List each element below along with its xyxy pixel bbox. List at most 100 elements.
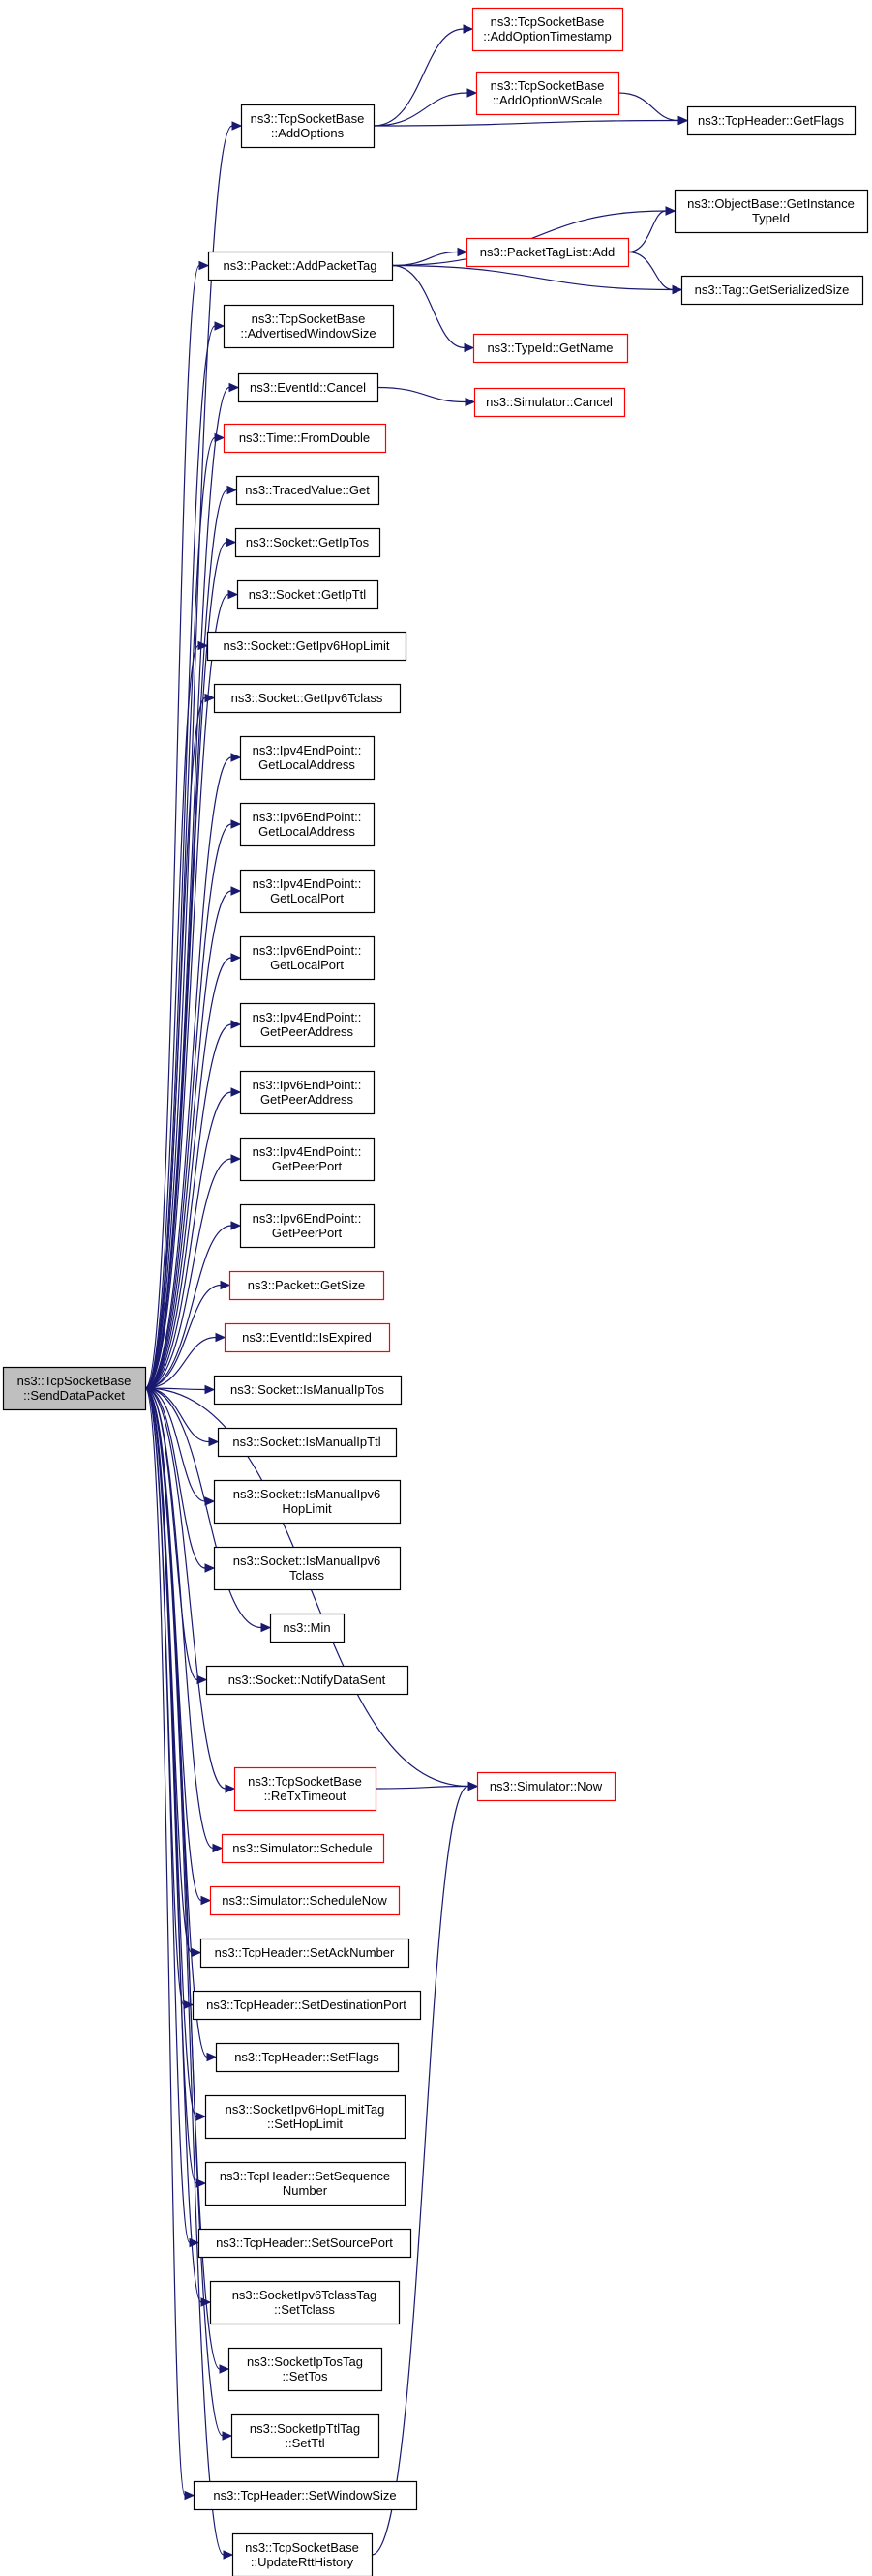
node-tcpsocketbase-addoptionwscale[interactable]: ns3::TcpSocketBase::AddOptionWScale: [475, 71, 620, 116]
node-box: [231, 2532, 374, 2576]
node-simulator-schedule[interactable]: ns3::Simulator::Schedule: [221, 1833, 385, 1864]
node-box: [213, 1375, 403, 1406]
node-packettaglist-add[interactable]: ns3::PacketTagList::Add: [466, 237, 630, 268]
node-tcpsocketbase-addoptiontimestamp[interactable]: ns3::TcpSocketBase::AddOptionTimestamp: [471, 7, 624, 52]
node-eventid-cancel[interactable]: ns3::EventId::Cancel: [237, 372, 379, 403]
node-label: ns3::SocketIpTtlTag: [250, 2421, 360, 2436]
node-ipv4endpoint-getlocaladdress[interactable]: ns3::Ipv4EndPoint::GetLocalAddress: [239, 735, 376, 781]
edge-n0-n37: [144, 1387, 224, 1853]
node-socket-notifydatasent[interactable]: ns3::Socket::NotifyDataSent: [205, 1665, 409, 1696]
node-packet-addpackettag[interactable]: ns3::Packet::AddPacketTag: [207, 251, 394, 281]
node-box: [686, 105, 857, 136]
node-ipv6endpoint-getlocaladdress[interactable]: ns3::Ipv6EndPoint::GetLocalAddress: [239, 802, 376, 847]
edge-n0-n25: [144, 1154, 242, 1389]
node-label: ::SetTtl: [285, 2436, 324, 2450]
node-label: ns3::Socket::GetIpTos: [246, 535, 370, 549]
node-eventid-isexpired[interactable]: ns3::EventId::IsExpired: [224, 1322, 391, 1353]
node-ipv6endpoint-getpeerport[interactable]: ns3::Ipv6EndPoint::GetPeerPort: [239, 1203, 376, 1249]
node-box: [234, 527, 381, 558]
node-tcpheader-setwindowsize[interactable]: ns3::TcpHeader::SetWindowSize: [193, 2480, 418, 2511]
node-box: [209, 1885, 401, 1916]
node-box: [223, 304, 395, 349]
node-label: GetPeerAddress: [260, 1092, 354, 1107]
node-label: ns3::TcpSocketBase: [245, 2540, 359, 2555]
node-label: ns3::EventId::Cancel: [250, 380, 366, 395]
node-socketipttltag-setttl[interactable]: ns3::SocketIpTtlTag::SetTtl: [230, 2413, 380, 2459]
edge-n0-n27: [144, 1280, 231, 1389]
node-socket-getipv6hoplimit[interactable]: ns3::Socket::GetIpv6HopLimit: [206, 631, 407, 662]
node-tcpsocketbase-updatertthistory[interactable]: ns3::TcpSocketBase::UpdateRttHistory: [231, 2532, 374, 2576]
node-label: ::SetTclass: [274, 2302, 335, 2317]
node-label: ns3::Socket::IsManualIpv6: [233, 1487, 380, 1501]
edge-n5-n8: [391, 264, 683, 295]
node-simulator-schedulenow[interactable]: ns3::Simulator::ScheduleNow: [209, 1885, 401, 1916]
edge-n0-n18: [144, 693, 216, 1389]
node-typeid-getname[interactable]: ns3::TypeId::GetName: [472, 333, 629, 364]
node-label: ns3::Ipv6EndPoint::: [253, 1078, 362, 1092]
node-label: ns3::Socket::GetIpTtl: [249, 587, 366, 602]
node-label: ns3::Packet::GetSize: [248, 1278, 365, 1292]
node-tcpheader-setflags[interactable]: ns3::TcpHeader::SetFlags: [215, 2042, 400, 2073]
node-socket-getiptos[interactable]: ns3::Socket::GetIpTos: [234, 527, 381, 558]
node-min[interactable]: ns3::Min: [269, 1613, 346, 1643]
node-tcpsocketbase-retxtimeout[interactable]: ns3::TcpSocketBase::ReTxTimeout: [233, 1766, 377, 1812]
edge-n0-n21: [144, 886, 242, 1389]
node-socketiptostag-settos[interactable]: ns3::SocketIpTosTag::SetTos: [227, 2347, 383, 2392]
node-label: GetLocalPort: [270, 891, 344, 905]
node-box: [239, 1203, 376, 1249]
node-label: ns3::TcpSocketBase: [251, 111, 365, 126]
node-label: ns3::TcpSocketBase: [17, 1374, 132, 1388]
node-socketipv6tclasstag-settclass[interactable]: ns3::SocketIpv6TclassTag::SetTclass: [209, 2280, 401, 2325]
node-label: ns3::Socket::IsManualIpTtl: [232, 1435, 380, 1449]
node-box: [233, 1766, 377, 1812]
node-ipv4endpoint-getpeeraddress[interactable]: ns3::Ipv4EndPoint::GetPeerAddress: [239, 1002, 376, 1048]
node-label: ns3::ObjectBase::GetInstance: [687, 196, 855, 211]
node-box: [221, 1833, 385, 1864]
node-label: ::AddOptionWScale: [493, 93, 602, 107]
edge-n0-n28: [144, 1332, 226, 1389]
node-label: ns3::Ipv4EndPoint::: [253, 743, 362, 757]
node-tcpheader-setsourceport[interactable]: ns3::TcpHeader::SetSourcePort: [197, 2228, 412, 2259]
node-tcpsocketbase-senddatapacket[interactable]: ns3::TcpSocketBase::SendDataPacket: [2, 1366, 147, 1411]
node-tcpheader-getflags[interactable]: ns3::TcpHeader::GetFlags: [686, 105, 857, 136]
node-tcpheader-setdestinationport[interactable]: ns3::TcpHeader::SetDestinationPort: [192, 1990, 422, 2021]
node-box: [215, 2042, 400, 2073]
node-simulator-now[interactable]: ns3::Simulator::Now: [476, 1771, 616, 1802]
node-label: ::AdvertisedWindowSize: [240, 326, 376, 341]
node-socket-ismanualiptos[interactable]: ns3::Socket::IsManualIpTos: [213, 1375, 403, 1406]
node-tag-getserializedsize[interactable]: ns3::Tag::GetSerializedSize: [680, 275, 864, 306]
node-socket-ismanualipttl[interactable]: ns3::Socket::IsManualIpTtl: [217, 1427, 398, 1458]
node-label: Number: [283, 2183, 328, 2198]
node-label: ns3::Ipv4EndPoint::: [253, 876, 362, 891]
node-simulator-cancel[interactable]: ns3::Simulator::Cancel: [473, 387, 626, 418]
node-socket-getipttl[interactable]: ns3::Socket::GetIpTtl: [236, 579, 379, 610]
node-label: ns3::TcpSocketBase: [491, 78, 605, 93]
node-ipv6endpoint-getlocalport[interactable]: ns3::Ipv6EndPoint::GetLocalPort: [239, 935, 376, 981]
edge-n0-n5: [144, 260, 210, 1389]
node-box: [193, 2480, 418, 2511]
node-label: ns3::Simulator::Now: [490, 1779, 603, 1793]
node-ipv4endpoint-getpeerport[interactable]: ns3::Ipv4EndPoint::GetPeerPort: [239, 1137, 376, 1182]
node-ipv6endpoint-getpeeraddress[interactable]: ns3::Ipv6EndPoint::GetPeerAddress: [239, 1070, 376, 1115]
node-tracedvalue-get[interactable]: ns3::TracedValue::Get: [235, 475, 380, 506]
node-socketipv6hoplimittag-sethoplimit[interactable]: ns3::SocketIpv6HopLimitTag::SetHopLimit: [204, 2094, 406, 2140]
node-label: ns3::Time::FromDouble: [239, 430, 370, 445]
node-tcpsocketbase-addoptions[interactable]: ns3::TcpSocketBase::AddOptions: [240, 104, 376, 149]
node-label: GetLocalPort: [270, 958, 344, 972]
node-label: ns3::TracedValue::Get: [245, 483, 370, 497]
edge-n0-n33: [144, 1387, 272, 1633]
node-tcpsocketbase-advertisedwindowsize[interactable]: ns3::TcpSocketBase::AdvertisedWindowSize: [223, 304, 395, 349]
node-ipv4endpoint-getlocalport[interactable]: ns3::Ipv4EndPoint::GetLocalPort: [239, 869, 376, 914]
node-tcpheader-setacknumber[interactable]: ns3::TcpHeader::SetAckNumber: [199, 1938, 410, 1969]
node-packet-getsize[interactable]: ns3::Packet::GetSize: [228, 1270, 385, 1301]
node-label: ns3::Ipv6EndPoint::: [253, 1211, 362, 1226]
node-time-fromdouble[interactable]: ns3::Time::FromDouble: [223, 423, 387, 454]
node-label: HopLimit: [282, 1501, 332, 1516]
node-box: [239, 1002, 376, 1048]
node-box: [207, 251, 394, 281]
node-socket-getipv6tclass[interactable]: ns3::Socket::GetIpv6Tclass: [213, 683, 402, 714]
